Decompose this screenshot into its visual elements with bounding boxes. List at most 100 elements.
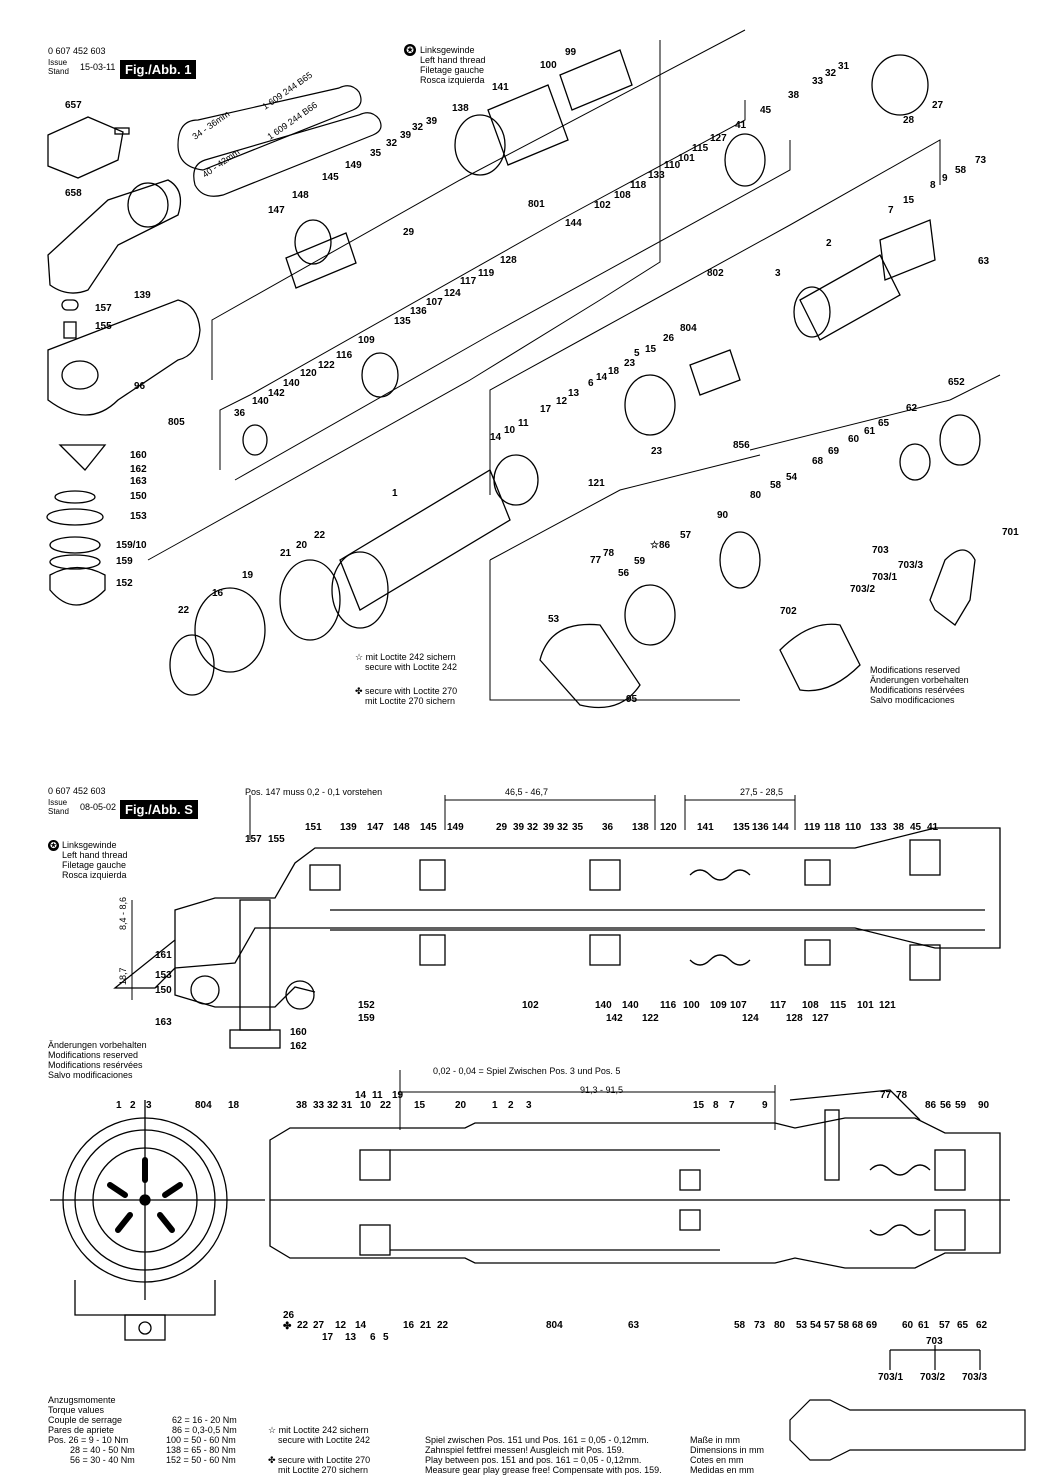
label-58b: 58 [770, 480, 782, 491]
label-62: 62 [906, 403, 918, 414]
top-thread-note-es: Rosca izquierda [420, 75, 485, 85]
units-fr: Cotes en mm [690, 1455, 744, 1465]
b-label-27: 27 [313, 1320, 325, 1331]
bottom-thread-de: Linksgewinde [62, 840, 117, 850]
b-label-2: 2 [130, 1100, 136, 1111]
play-note-2: Zahnspiel fettfrei messen! Ausgleich mit… [425, 1445, 625, 1455]
b-label-12: 12 [335, 1320, 347, 1331]
label-100: 100 [540, 60, 557, 71]
label-145: 145 [322, 172, 339, 183]
label-109: 109 [358, 335, 375, 346]
label-703: 703 [872, 545, 889, 556]
b-label-90: 90 [978, 1100, 990, 1111]
label-2: 2 [826, 238, 832, 249]
b-label-1: 1 [116, 1100, 122, 1111]
label-3: 3 [775, 268, 781, 279]
bottom-loctite270-de: mit Loctite 270 sichern [278, 1465, 369, 1475]
label-147: 147 [268, 205, 285, 216]
b-label-127: 127 [812, 1013, 829, 1024]
label-18: 18 [608, 366, 620, 377]
label-163: 163 [130, 476, 147, 487]
torque-title-es: Pares de apriete [48, 1425, 115, 1435]
label-23b: 23 [651, 446, 663, 457]
b-label-133: 133 [870, 822, 887, 833]
label-11: 11 [518, 418, 529, 429]
label-804: 804 [680, 323, 697, 334]
label-54: 54 [786, 472, 798, 483]
b-label-39b: 39 [543, 822, 555, 833]
b-label-14: 14 [355, 1090, 367, 1101]
label-10: 10 [504, 425, 516, 436]
label-802: 802 [707, 268, 724, 279]
label-122: 122 [318, 360, 335, 371]
label-14: 14 [596, 372, 608, 383]
bottom-loctite242-de: ☆ mit Loctite 242 sichern [268, 1425, 369, 1435]
b-label-11: 11 [372, 1090, 383, 1101]
label-128: 128 [500, 255, 517, 266]
b-label-152: 152 [358, 1000, 375, 1011]
label-153: 153 [130, 511, 147, 522]
b-label-20: 20 [455, 1100, 467, 1111]
b-label-54: 54 [810, 1320, 822, 1331]
b-label-122: 122 [642, 1013, 659, 1024]
bottom-mod-es: Salvo modificaciones [48, 1070, 133, 1080]
bottom-mod-de: Änderungen vorbehalten [48, 1040, 147, 1050]
label-90: 90 [717, 510, 729, 521]
label-38: 38 [788, 90, 800, 101]
play-note-3: Play between pos. 151 and pos. 161 = 0,0… [425, 1455, 642, 1465]
b-label-703-2: 703/2 [920, 1372, 946, 1383]
b-label-160: 160 [290, 1027, 307, 1038]
label-13: 13 [568, 388, 580, 399]
b-label-5: 5 [383, 1332, 389, 1343]
b-label-108: 108 [802, 1000, 819, 1011]
b-label-63: 63 [628, 1320, 640, 1331]
b-label-68: 68 [852, 1320, 864, 1331]
label-102: 102 [594, 200, 611, 211]
dim-46-5: 46,5 - 46,7 [505, 787, 549, 797]
label-101: 101 [678, 153, 695, 164]
b-label-139: 139 [340, 822, 357, 833]
label-133: 133 [648, 170, 665, 181]
label-117: 117 [460, 276, 477, 287]
label-152: 152 [116, 578, 133, 589]
b-label-29: 29 [496, 822, 508, 833]
label-135: 135 [394, 316, 411, 327]
label-805: 805 [168, 417, 185, 428]
b-label-45: 45 [910, 822, 922, 833]
label-29: 29 [403, 227, 415, 238]
b-label-804: 804 [195, 1100, 212, 1111]
label-33: 33 [812, 76, 824, 87]
label-155: 155 [95, 321, 112, 332]
top-loctite270-en: ✤ secure with Loctite 270 [355, 686, 458, 696]
label-119: 119 [478, 268, 495, 279]
bottom-issue-date: 08-05-02 [80, 802, 117, 812]
b-label-69: 69 [866, 1320, 878, 1331]
bottom-part-number: 0 607 452 603 [48, 786, 106, 796]
b-label-7: 7 [729, 1100, 735, 1111]
b-label-65: 65 [957, 1320, 969, 1331]
label-139: 139 [134, 290, 151, 301]
label-65: 65 [878, 418, 890, 429]
b-label-13: 13 [345, 1332, 357, 1343]
b-label-36: 36 [602, 822, 614, 833]
left-thread-star-icon: ✪ [404, 44, 416, 56]
b-label-38: 38 [296, 1100, 308, 1111]
b-label-57b: 57 [939, 1320, 951, 1331]
label-59: 59 [634, 556, 646, 567]
label-32b: 32 [412, 122, 424, 133]
label-8: 8 [930, 180, 936, 191]
bottom-fig-label: Fig./Abb. S [120, 800, 198, 819]
play-note-4: Measure gear play grease free! Compensat… [425, 1465, 662, 1475]
b-label-117: 117 [770, 1000, 787, 1011]
b-label-110: 110 [845, 822, 862, 833]
b-label-116: 116 [660, 1000, 677, 1011]
bottom-mod-en: Modifications reserved [48, 1050, 139, 1060]
b-label-121: 121 [879, 1000, 896, 1011]
dim-27-5: 27,5 - 28,5 [740, 787, 784, 797]
label-45: 45 [760, 105, 772, 116]
label-658: 658 [65, 188, 82, 199]
label-77: 77 [590, 555, 602, 566]
label-14b: 14 [490, 432, 502, 443]
b-label-150: 150 [155, 985, 172, 996]
label-60: 60 [848, 434, 860, 445]
